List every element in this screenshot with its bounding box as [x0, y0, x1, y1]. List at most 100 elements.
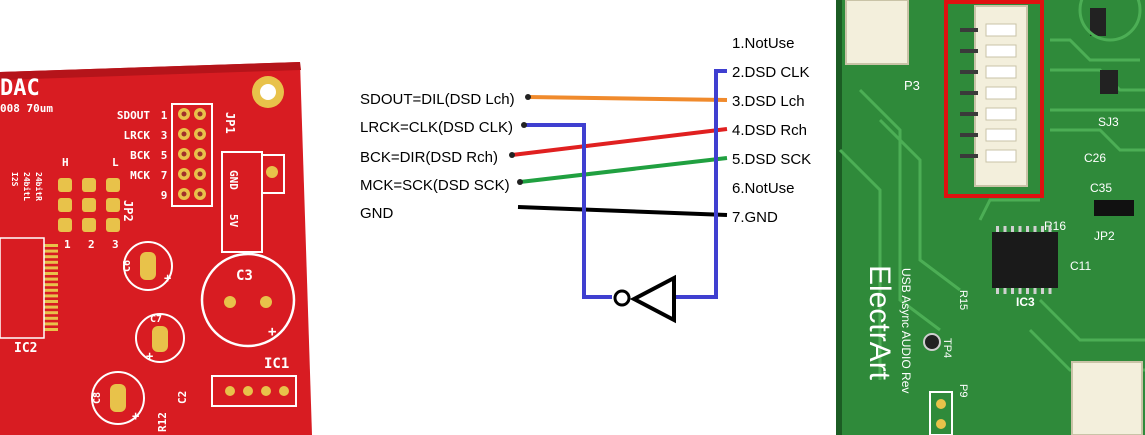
ic1-pad [261, 386, 271, 396]
c7-outline [135, 313, 185, 363]
c6-outline [123, 241, 173, 291]
c3-capacitor: C3 + [200, 252, 296, 348]
wiring-diagram: SDOUT=DIL(DSD Lch)LRCK=CLK(DSD CLK)BCK=D… [360, 35, 811, 324]
connector-highlight-box [944, 0, 1044, 198]
ic3-leg [1026, 226, 1029, 232]
pin-label: 2.DSD CLK [732, 64, 810, 81]
5v-silk-label: 5V [227, 214, 240, 228]
c8-pads [110, 384, 126, 412]
jp2-header: JP2 H L 1 2 3 I2S 24bitL 24bitR [10, 156, 135, 251]
jp1-pad-hole [197, 151, 203, 157]
connector-pin-slot [985, 107, 1017, 121]
tp4-label: TP4 [941, 338, 953, 358]
ic2-pad [44, 244, 58, 247]
r12-label: R12 [156, 412, 169, 432]
jp2-pad [82, 198, 96, 212]
jp2-top-h: H [62, 156, 69, 169]
connector-pin-leg [960, 28, 978, 32]
jp1-row-num: 9 [161, 189, 168, 202]
jp2-top-l: L [112, 156, 119, 169]
ic3-leg [1011, 226, 1014, 232]
ic3-leg [1003, 226, 1007, 232]
ic3-leg [1041, 226, 1044, 232]
board-top-edge [0, 62, 301, 80]
jp1-row-label: SDOUT [117, 109, 150, 122]
wire-red [511, 127, 728, 157]
dsd-connector-pins [960, 23, 1017, 163]
jp1-pad-hole [197, 131, 203, 137]
jp1-pad-hole [181, 131, 187, 137]
ic3-leg [1011, 288, 1014, 294]
mounting-hole-center [260, 84, 276, 100]
jumper-block [1094, 200, 1134, 216]
pin-label: 7.GND [732, 209, 778, 226]
c3-plus: + [268, 324, 276, 340]
board-rev-text: USB Async AUDIO Rev [899, 268, 913, 393]
c6-plus: + [164, 271, 171, 285]
jp2-bottom-2: 2 [88, 238, 95, 251]
jp2-pad [58, 218, 72, 232]
trace-8 [1038, 298, 1145, 342]
trace-6 [878, 118, 961, 292]
inverter-triangle [629, 274, 676, 324]
right-green-pcb-photo: P3 SJ3 C26 C35 R16 JP2 C11 IC3 R15 Elect… [836, 0, 1145, 435]
ic2-outline [0, 237, 45, 339]
ic2-pad [44, 260, 58, 264]
sj3-label: SJ3 [1098, 115, 1119, 129]
pin-label: 5.DSD SCK [732, 151, 811, 168]
p9-label: P9 [957, 384, 969, 397]
trace-1 [1050, 38, 1140, 62]
gnd-silk-label: GND [227, 170, 240, 190]
trace-7 [838, 148, 882, 380]
connector-pin-leg [960, 91, 978, 95]
jp1-row-num: 5 [161, 149, 168, 162]
c8-outline [91, 371, 145, 425]
ic3-leg [1018, 226, 1022, 232]
jp1-pads [178, 108, 206, 200]
c6-capacitor: C6 + [122, 241, 173, 291]
smd-part-2 [1100, 70, 1118, 94]
trace-5 [858, 88, 941, 332]
smd-part-1 [1090, 8, 1106, 36]
c7-label: C7 [150, 314, 162, 325]
ic1-pad [243, 386, 253, 396]
ic3-leg [1033, 288, 1037, 294]
jp1-pad-hole [181, 191, 187, 197]
green-board-traces [838, 38, 1145, 380]
ic2-label: IC2 [14, 341, 37, 356]
ic2-pad [44, 305, 58, 309]
jp2-bottom-3: 3 [112, 238, 119, 251]
fmt-label-24bitr: 24bitR [34, 172, 44, 201]
p9-footprint [929, 391, 953, 435]
wire-black-gnd [517, 205, 728, 217]
c3-pad-1 [224, 296, 236, 308]
ic2-pad [44, 255, 58, 259]
wire-orange [527, 95, 728, 102]
jp1-row-label: LRCK [124, 129, 151, 142]
ic3-leg [1033, 226, 1037, 232]
wire-green-start-dot [517, 179, 523, 185]
fmt-label-i2s: I2S [10, 172, 19, 187]
r15-label: R15 [957, 290, 969, 310]
wire-blue-start-dot [521, 122, 527, 128]
jp1-pad-hole [181, 171, 187, 177]
c6-label: C6 [122, 260, 133, 272]
pin-label: 6.NotUse [732, 180, 795, 197]
jp1-pad-hole [197, 171, 203, 177]
trace-4 [1050, 128, 1145, 152]
power-connector-pad [266, 166, 278, 178]
signal-label: SDOUT=DIL(DSD Lch) [360, 91, 515, 108]
ic2-pad [44, 322, 58, 326]
connector-pin-leg [960, 133, 978, 137]
connector-pin-slot [985, 86, 1017, 100]
jp1-row-num: 1 [161, 109, 168, 122]
connector-pin-slot [985, 149, 1017, 163]
inverter-bubble [613, 289, 631, 307]
ic2-pad [44, 294, 58, 298]
p3-label: P3 [904, 78, 920, 93]
